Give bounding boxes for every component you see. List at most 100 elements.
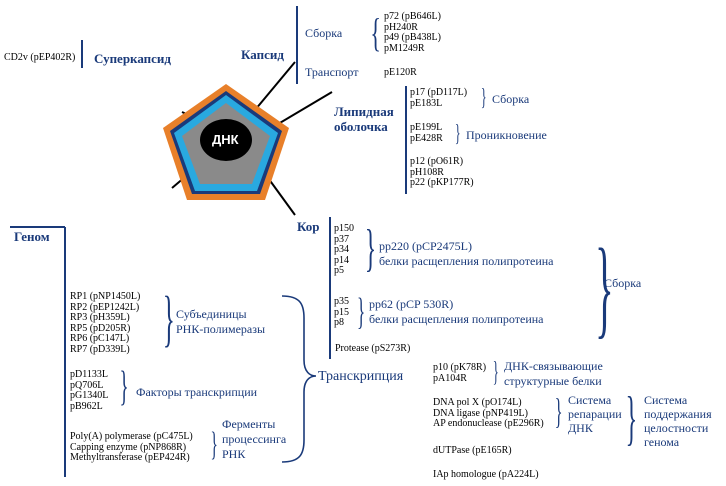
kapsid-assembly-label: Сборка bbox=[305, 26, 343, 40]
kor-group2-line1: pp62 (pCP 530R) bbox=[369, 297, 454, 311]
kor-divider bbox=[329, 217, 331, 359]
repair-line2: репарации bbox=[568, 407, 622, 421]
center-dna-label: ДНК bbox=[212, 132, 239, 147]
list-item: p150 bbox=[334, 223, 354, 234]
kapsid-divider bbox=[296, 6, 298, 84]
kor-group1-line2: белки расщепления полипротеина bbox=[379, 254, 554, 268]
kor-title: Кор bbox=[297, 219, 320, 234]
transcription-label: Транскрипция bbox=[318, 369, 404, 384]
genom-divider bbox=[64, 227, 66, 477]
lipid-assembly-list: p17 (pD117L) pE183L bbox=[410, 87, 468, 109]
superkapsid-title: Суперкапсид bbox=[94, 51, 172, 66]
repair-line3: ДНК bbox=[568, 421, 593, 435]
list-item: p5 bbox=[334, 265, 344, 276]
kor-group1-brace-icon: } bbox=[364, 220, 377, 277]
list-item: RP3 (pH359L) bbox=[70, 312, 130, 323]
genom-tf-label: Факторы транскрипции bbox=[136, 385, 258, 399]
genom-rnap-line2: РНК-полимеразы bbox=[176, 322, 266, 336]
superkapsid-protein: CD2v (pEP402R) bbox=[4, 52, 76, 63]
integrity-brace-icon: } bbox=[625, 385, 638, 451]
lipid-penetration-label: Проникновение bbox=[466, 128, 547, 142]
kor-group2-brace-icon: } bbox=[357, 291, 366, 333]
list-item: RP1 (pNP1450L) bbox=[70, 291, 141, 302]
lipid-assembly-label: Сборка bbox=[492, 92, 530, 106]
kor-assembly-label: Сборка bbox=[604, 276, 642, 290]
lipid-penetration-list: pE199L pE428R bbox=[410, 122, 443, 144]
list-item: pE183L bbox=[410, 97, 443, 109]
list-item: pE199L bbox=[410, 122, 443, 133]
list-item: pE428R bbox=[410, 132, 443, 144]
integrity-line3: целостности bbox=[644, 421, 709, 435]
list-item: p22 (pKP177R) bbox=[410, 177, 474, 188]
dnabind-brace-icon: } bbox=[492, 357, 499, 388]
list-item: pQ706L bbox=[70, 379, 104, 391]
list-item: pH108R bbox=[410, 166, 444, 178]
list-item: p34 bbox=[334, 244, 349, 255]
superkapsid-divider bbox=[81, 40, 83, 68]
list-item: Poly(A) polymerase (pC475L) bbox=[70, 431, 193, 442]
repair-line1: Система bbox=[568, 393, 612, 407]
list-item: RP6 (pC147L) bbox=[70, 333, 130, 344]
list-item: DNA ligase (pNP419L) bbox=[433, 407, 528, 419]
list-item: pB962L bbox=[70, 400, 103, 412]
list-item: p49 (pB438L) bbox=[384, 32, 441, 43]
list-item: RP7 (pD339L) bbox=[70, 343, 130, 355]
kapsid-transport-label: Транспорт bbox=[305, 65, 359, 79]
list-item: pH240R bbox=[384, 21, 418, 33]
kor-group1-list: p150 p37 p34 p14 p5 bbox=[334, 223, 354, 277]
list-item: pA104R bbox=[433, 372, 467, 384]
list-item: p15 bbox=[334, 306, 349, 318]
kapsid-assembly-brace-icon: { bbox=[370, 10, 381, 55]
genom-rnap-brace-icon: } bbox=[162, 285, 175, 353]
iap-protein: IAp homologue (pA224L) bbox=[433, 469, 539, 480]
repair-brace-icon: } bbox=[554, 391, 563, 431]
genom-rnap-line1: Субъединицы bbox=[176, 307, 247, 321]
list-item: p12 (pO61R) bbox=[410, 156, 464, 167]
list-item: pD1133L bbox=[70, 369, 108, 380]
integrity-line1: Система bbox=[644, 393, 688, 407]
list-item: DNA pol X (pO174L) bbox=[433, 397, 522, 408]
genom-tf-list: pD1133L pQ706L pG1340L pB962L bbox=[70, 369, 109, 412]
lipid-penetration-brace-icon: } bbox=[454, 121, 461, 147]
list-item: Methyltransferase (pEP424R) bbox=[70, 452, 190, 463]
list-item: pG1340L bbox=[70, 390, 109, 401]
kor-group2-list: p35 p15 p8 bbox=[334, 296, 349, 329]
list-item: p10 (pK78R) bbox=[433, 362, 487, 373]
genom-enz-line3: РНК bbox=[222, 447, 246, 461]
list-item: RP2 (pEP1242L) bbox=[70, 301, 140, 313]
dnabind-list: p10 (pK78R) pA104R bbox=[433, 362, 487, 384]
genom-enz-line2: процессинга bbox=[222, 432, 287, 446]
kor-group1-line1: pp220 (pCP2475L) bbox=[379, 239, 472, 253]
list-item: Capping enzyme (pNP868R) bbox=[70, 441, 187, 453]
list-item: p35 bbox=[334, 296, 349, 307]
list-item: p8 bbox=[334, 317, 344, 328]
kapsid-transport-protein: pE120R bbox=[384, 67, 417, 78]
genom-enz-brace-icon: } bbox=[210, 426, 218, 463]
lipid-other-list: p12 (pO61R) pH108R p22 (pKP177R) bbox=[410, 156, 474, 189]
lipid-title-line1: Липидная bbox=[334, 104, 394, 119]
integrity-line2: поддержания bbox=[644, 407, 712, 421]
list-item: p37 bbox=[334, 233, 349, 245]
genom-enz-line1: Ферменты bbox=[222, 417, 276, 431]
dutpase-protein: dUTPase (pE165R) bbox=[433, 445, 512, 456]
list-item: p14 bbox=[334, 254, 349, 266]
kapsid-title: Капсид bbox=[241, 47, 284, 62]
list-item: RP5 (pD205R) bbox=[70, 322, 131, 334]
list-item: p17 (pD117L) bbox=[410, 87, 468, 98]
kor-group2-line2: белки расщепления полипротеина bbox=[369, 312, 544, 326]
list-item: p72 (pB646L) bbox=[384, 11, 441, 22]
list-item: AP endonuclease (pE296R) bbox=[433, 418, 544, 429]
kor-assembly-brace-icon: } bbox=[595, 226, 614, 348]
kapsid-assembly-list: p72 (pB646L) pH240R p49 (pB438L) pM1249R bbox=[384, 11, 441, 54]
repair-list: DNA pol X (pO174L) DNA ligase (pNP419L) … bbox=[433, 397, 544, 430]
genom-rnap-list: RP1 (pNP1450L) RP2 (pEP1242L) RP3 (pH359… bbox=[70, 291, 141, 355]
lipid-title-line2: оболочка bbox=[334, 119, 388, 134]
lipid-assembly-brace-icon: } bbox=[480, 85, 487, 111]
lipid-divider bbox=[405, 86, 407, 194]
genom-tf-brace-icon: } bbox=[119, 364, 129, 410]
genom-title: Геном bbox=[14, 229, 50, 244]
integrity-line4: генома bbox=[644, 435, 680, 449]
dnabind-line1: ДНК-связывающие bbox=[504, 359, 603, 373]
